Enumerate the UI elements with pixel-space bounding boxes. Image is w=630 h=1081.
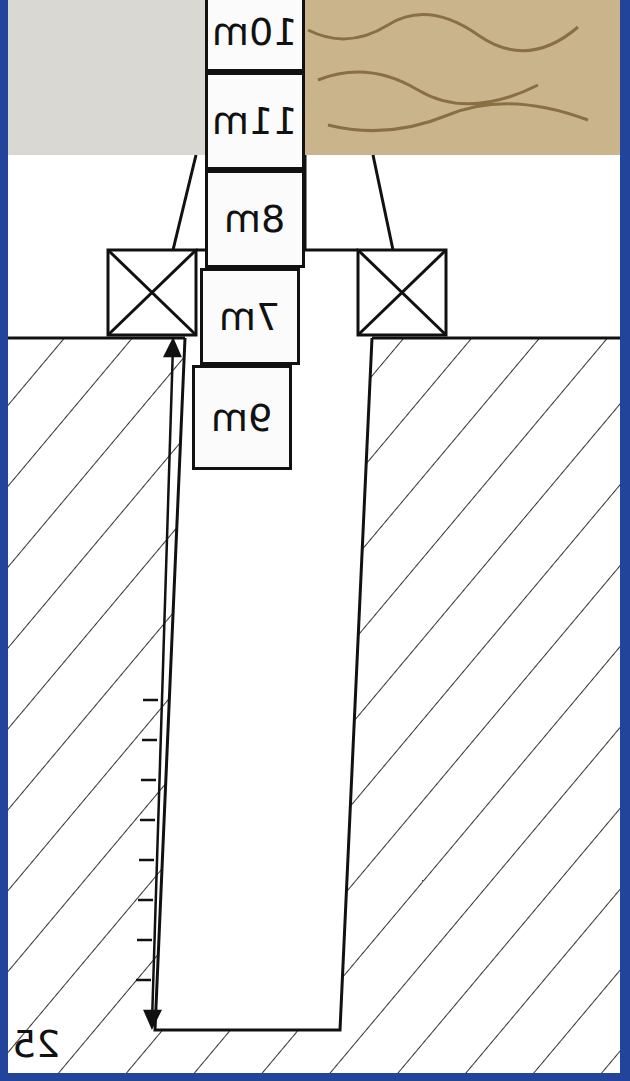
map-texture [308,15,588,131]
borehole-outline [155,338,372,1030]
depth-marker-box: 7m [200,268,300,365]
background-map [300,0,620,155]
ground-surface [372,337,620,340]
depth-dimension-label: 25 [12,1022,60,1066]
depth-label: 9m [211,396,272,440]
ground-surface [8,337,185,340]
depth-marker-box: 9m [192,365,292,470]
drill-tower-right [305,155,446,335]
ground-hatching [8,338,620,1073]
drill-tower-left [108,155,213,335]
depth-label: 8m [224,197,285,241]
depth-label: 7m [219,295,280,339]
paper [8,155,620,338]
depth-label: 10m [212,10,297,54]
depth-marker-box: 11m [205,72,305,170]
background-wall [8,0,218,155]
depth-dimension-arrow [136,340,180,1027]
depth-label: 11m [212,99,297,143]
depth-marker-box: 8m [205,170,305,268]
diagram-stage: 10m 11m 8m 7m 9m 25 [8,0,620,1073]
depth-marker-box: 10m [205,0,305,72]
borehole-illustration [8,0,620,1073]
